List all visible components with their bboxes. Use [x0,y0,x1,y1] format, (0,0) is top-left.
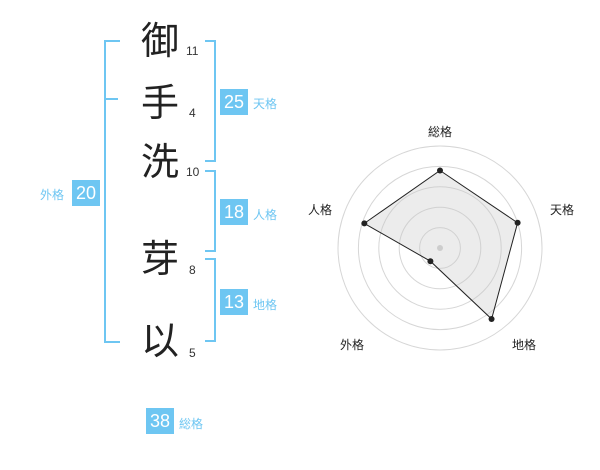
name-char-5: 以 [140,319,179,363]
radar-point [361,220,368,227]
tenkaku-value: 25 [220,89,248,115]
jinkaku-value: 18 [220,199,248,225]
gaikaku-bracket [104,40,120,343]
jinkaku-bracket [205,170,216,252]
radar-axis-label-chikaku: 地格 [511,338,536,352]
radar-ring [337,145,543,351]
radar-center [437,245,443,251]
stroke-count-3: 10 [186,165,200,179]
gaikaku-label: 外格 [40,188,65,202]
chikaku-bracket [205,258,216,342]
stroke-count-1: 11 [186,44,199,58]
radar-point [514,219,521,226]
stroke-count-5: 5 [189,346,196,360]
stroke-count-2: 4 [189,106,196,120]
tenkaku-label: 天格 [253,97,278,111]
jinkaku-label: 人格 [253,208,278,222]
name-char-1: 御 [140,19,179,63]
chikaku-label: 地格 [253,298,278,312]
radar-ring [378,186,502,310]
chikaku-value: 13 [220,289,248,315]
name-char-4: 芽 [140,237,179,281]
gaikaku-value: 20 [72,180,100,206]
radar-axis-label-jinkaku: 人格 [307,203,332,217]
name-char-2: 手 [140,81,179,125]
soukaku-value: 38 [146,408,174,434]
radar-value-polygon [363,169,519,320]
tenkaku-bracket [205,40,216,162]
radar-points [361,167,521,322]
radar-ring [419,227,461,269]
soukaku-label: 総格 [179,417,204,431]
name-char-3: 洗 [140,140,179,184]
radar-point [488,315,495,322]
radar-axis-label-soukaku: 総格 [427,125,452,139]
radar-point [437,167,443,174]
radar-axis-label-tenkaku: 天格 [549,203,574,217]
radar-ring [357,165,523,331]
radar-point [427,258,434,265]
radar-ring [398,206,482,290]
radar-grid [337,145,543,351]
stroke-count-4: 8 [189,263,196,277]
gaikaku-bracket-tick [104,98,118,100]
radar-axis-label-gaikaku: 外格 [339,338,364,352]
